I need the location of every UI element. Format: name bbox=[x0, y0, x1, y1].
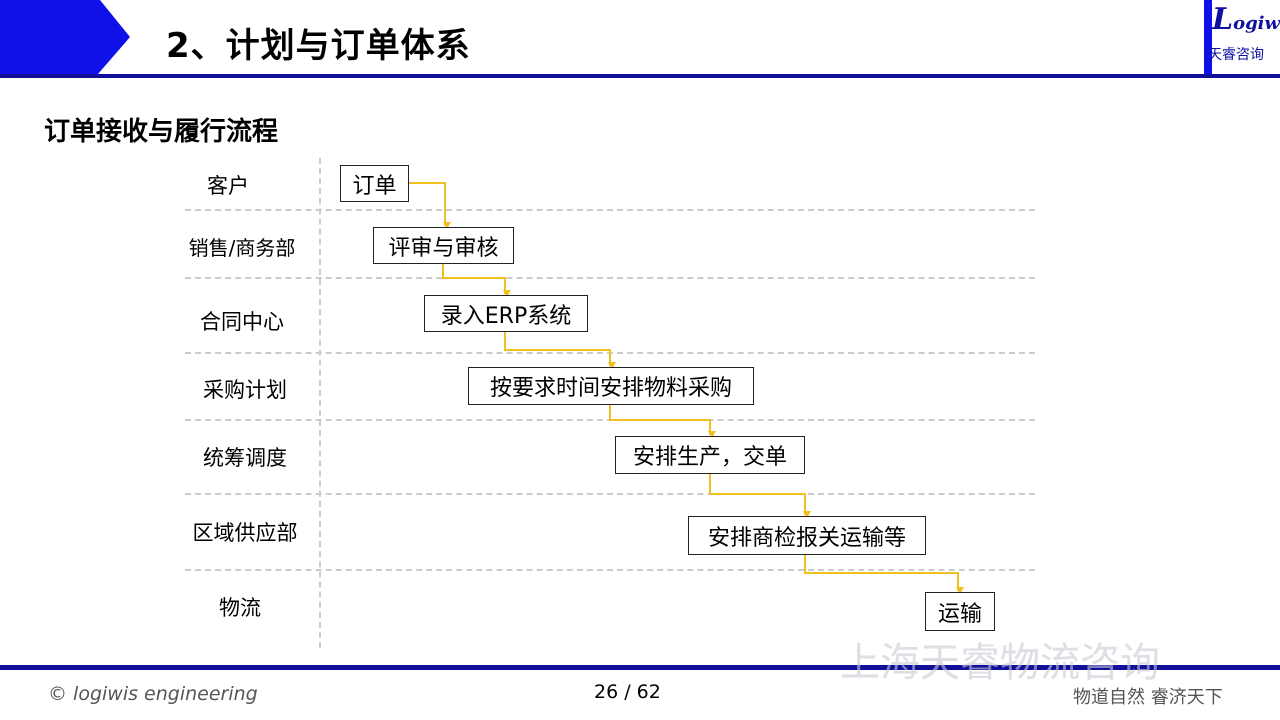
lane-label: 客户 bbox=[207, 174, 249, 198]
lane-separator bbox=[185, 569, 1035, 571]
lane-label: 统筹调度 bbox=[203, 446, 287, 470]
lane-label: 物流 bbox=[219, 596, 261, 620]
page-number: 26 / 62 bbox=[594, 681, 661, 703]
logo-subtext: 天睿咨询 bbox=[1208, 47, 1264, 63]
page-title: 2、计划与订单体系 bbox=[166, 26, 471, 66]
footer-slogan: 物道自然 睿济天下 bbox=[1073, 687, 1223, 708]
lane-label: 合同中心 bbox=[200, 310, 284, 334]
lane-separator bbox=[185, 493, 1035, 495]
lane-divider-vertical bbox=[319, 158, 321, 648]
connector bbox=[804, 555, 964, 594]
logo-text: Logiwis bbox=[1212, 2, 1280, 37]
footer-copyright: © logiwis engineering bbox=[48, 683, 258, 705]
flow-step-review: 评审与审核 bbox=[373, 227, 514, 264]
flow-step-erp-entry: 录入ERP系统 bbox=[424, 295, 588, 332]
connector bbox=[442, 264, 511, 297]
footer-divider bbox=[0, 665, 1280, 670]
connector bbox=[409, 182, 451, 229]
connector bbox=[709, 474, 811, 518]
flow-step-production: 安排生产，交单 bbox=[615, 436, 805, 474]
flow-step-transport: 运输 bbox=[925, 592, 995, 631]
connector bbox=[504, 332, 616, 369]
section-subtitle: 订单接收与履行流程 bbox=[44, 117, 279, 147]
flow-step-order: 订单 bbox=[340, 165, 409, 202]
header-divider bbox=[0, 74, 1280, 78]
lane-separator bbox=[185, 209, 1035, 211]
lane-separator bbox=[185, 277, 1035, 279]
lane-label: 采购计划 bbox=[203, 378, 287, 402]
connector bbox=[609, 405, 716, 438]
watermark: 上海天睿物流咨询 bbox=[840, 640, 1160, 686]
lane-label: 销售/商务部 bbox=[188, 236, 296, 260]
lane-label: 区域供应部 bbox=[192, 521, 298, 545]
header-banner bbox=[0, 0, 130, 74]
logo: Logiwis 天睿咨询 bbox=[1204, 0, 1280, 74]
flow-step-inspection: 安排商检报关运输等 bbox=[688, 516, 926, 555]
flow-step-procurement: 按要求时间安排物料采购 bbox=[468, 367, 754, 405]
